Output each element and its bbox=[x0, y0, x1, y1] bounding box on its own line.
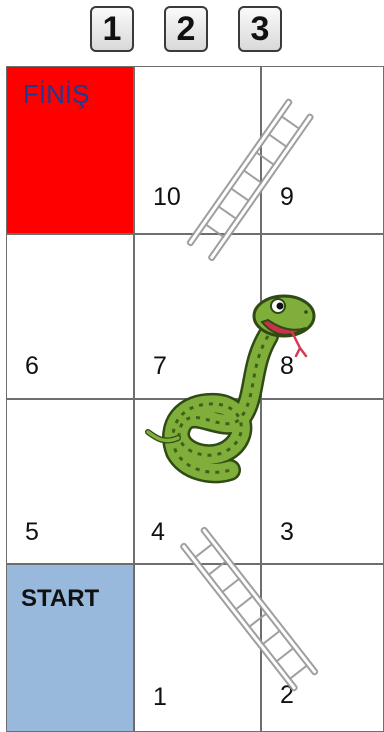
cell-number: 9 bbox=[280, 185, 294, 210]
cell-5[interactable]: 5 bbox=[6, 399, 134, 564]
cell-finish[interactable]: FİNİŞ bbox=[6, 66, 134, 234]
cell-3[interactable]: 3 bbox=[261, 399, 384, 564]
cell-2[interactable]: 2 bbox=[261, 564, 384, 732]
finish-label: FİNİŞ bbox=[23, 81, 89, 107]
cell-number: 4 bbox=[151, 520, 165, 545]
game-board: FİNİŞ 10 9 6 7 8 5 4 3 START 1 2 bbox=[6, 66, 384, 732]
die-3-button[interactable]: 3 bbox=[238, 6, 282, 52]
cell-10[interactable]: 10 bbox=[134, 66, 261, 234]
cell-number: 5 bbox=[25, 520, 39, 545]
cell-start[interactable]: START bbox=[6, 564, 134, 732]
cell-9[interactable]: 9 bbox=[261, 66, 384, 234]
cell-7[interactable]: 7 bbox=[134, 234, 261, 399]
cell-number: 2 bbox=[280, 683, 294, 708]
start-label: START bbox=[21, 587, 99, 611]
die-1-button[interactable]: 1 bbox=[90, 6, 134, 52]
cell-number: 7 bbox=[153, 354, 167, 379]
cell-number: 8 bbox=[280, 354, 294, 379]
cell-4[interactable]: 4 bbox=[134, 399, 261, 564]
cell-number: 3 bbox=[280, 520, 294, 545]
cell-number: 1 bbox=[153, 685, 167, 710]
cell-1[interactable]: 1 bbox=[134, 564, 261, 732]
cell-6[interactable]: 6 bbox=[6, 234, 134, 399]
cell-number: 6 bbox=[25, 354, 39, 379]
cell-number: 10 bbox=[153, 185, 181, 210]
dice-bar: 1 2 3 bbox=[0, 0, 384, 66]
cell-8[interactable]: 8 bbox=[261, 234, 384, 399]
die-2-button[interactable]: 2 bbox=[164, 6, 208, 52]
